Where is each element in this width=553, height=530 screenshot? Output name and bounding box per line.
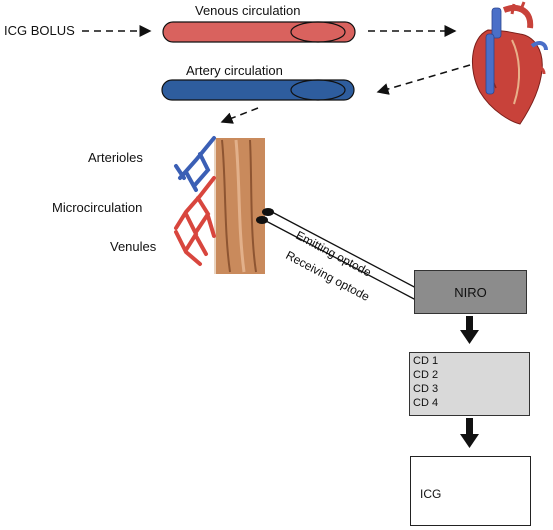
arterioles-label: Arterioles — [88, 150, 143, 165]
arrow-heart-to-artery — [376, 64, 471, 95]
emitting-optode-icon — [262, 208, 274, 216]
tissue-illustration — [174, 136, 265, 274]
icg-output-panel: ICG — [410, 456, 531, 526]
cd-channel-label: CD 3 — [413, 383, 439, 395]
arrow-artery-to-tissue — [220, 107, 259, 124]
icg-bolus-label: ICG BOLUS — [4, 23, 75, 38]
receiving-fiber — [265, 220, 417, 301]
cd-channel-label: CD 2 — [413, 369, 439, 381]
venous-cylinder — [162, 21, 356, 43]
icg-label: ICG — [420, 487, 442, 501]
cd-channel-label: CD 1 — [413, 355, 439, 367]
venous-circulation-label: Venous circulation — [195, 3, 301, 18]
receiving-optode-icon — [256, 216, 268, 224]
venules-label: Venules — [110, 239, 157, 254]
arrow-cd-to-icg — [460, 418, 479, 448]
niro-device: NIRO — [414, 270, 527, 314]
artery-circulation-label: Artery circulation — [186, 63, 283, 78]
artery-cylinder — [161, 79, 355, 101]
cd-channels-panel: CD 1 CD 2 CD 3 CD 4 — [409, 352, 530, 416]
heart-icon — [471, 1, 548, 125]
cd-channel-label: CD 4 — [413, 397, 439, 409]
microcirculation-label: Microcirculation — [52, 200, 143, 215]
niro-label: NIRO — [454, 284, 487, 300]
arrow-niro-to-cd — [460, 316, 479, 344]
emitting-fiber — [271, 211, 421, 291]
